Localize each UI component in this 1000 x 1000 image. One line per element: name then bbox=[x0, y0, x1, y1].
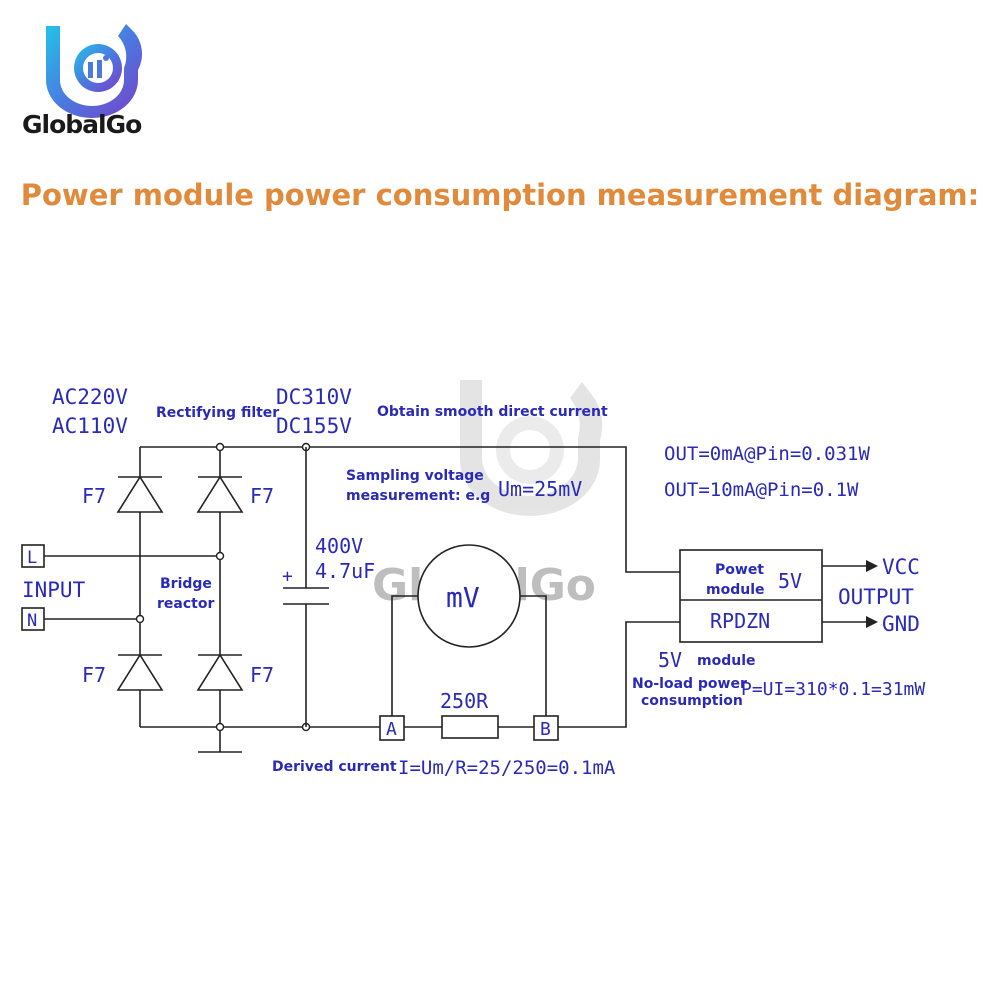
meter-right-wire bbox=[520, 595, 547, 716]
fuse-label-bottom-left: F7 bbox=[82, 663, 106, 687]
page-title: Power module power consumption measureme… bbox=[20, 178, 980, 212]
fuse-label-bottom-right: F7 bbox=[250, 663, 274, 687]
watermark bbox=[460, 380, 603, 516]
vcc-label: VCC bbox=[882, 555, 920, 579]
fuse-label-top-right: F7 bbox=[250, 484, 274, 508]
diode-top-left bbox=[116, 475, 164, 513]
um-value: Um=25mV bbox=[498, 477, 582, 501]
diode-top-right bbox=[196, 475, 244, 513]
millivoltmeter bbox=[417, 544, 521, 648]
return-wire bbox=[558, 621, 680, 728]
resistor-250r bbox=[441, 715, 499, 739]
input-voltage-ac220: AC220V bbox=[52, 385, 128, 409]
dc-voltage-310: DC310V bbox=[276, 385, 352, 409]
capacitor-plus: + bbox=[282, 566, 293, 587]
no-load-note-line1: No-load power bbox=[632, 676, 747, 692]
brand-name: GlobalGo bbox=[22, 110, 142, 139]
bridge-note-line1: Bridge bbox=[160, 576, 212, 592]
terminal-l: L bbox=[27, 548, 37, 568]
diode-bottom-right bbox=[196, 653, 244, 691]
junction-dots bbox=[135, 442, 311, 732]
rectifying-filter-note: Rectifying filter bbox=[156, 405, 279, 421]
derived-current-note: Derived current bbox=[272, 759, 397, 775]
module-title-line1: Powet bbox=[715, 562, 764, 578]
node-b-box bbox=[533, 715, 559, 741]
bridge-note-line2: reactor bbox=[157, 596, 214, 612]
smooth-dc-note: Obtain smooth direct current bbox=[377, 404, 608, 420]
capacitor-capacitance: 4.7uF bbox=[315, 559, 375, 583]
meter-left-wire bbox=[391, 595, 418, 716]
gnd-arrowhead bbox=[866, 616, 878, 628]
gnd-label: GND bbox=[882, 612, 920, 636]
module-name: RPDZN bbox=[710, 609, 770, 633]
module-5v-word: module bbox=[697, 653, 756, 669]
module-title-line2: module bbox=[706, 582, 765, 598]
node-a-box bbox=[379, 715, 405, 741]
capacitor-voltage: 400V bbox=[315, 534, 363, 558]
input-voltage-ac110: AC110V bbox=[52, 414, 128, 438]
top-rail-wire bbox=[140, 446, 680, 573]
fuse-label-top-left: F7 bbox=[82, 484, 106, 508]
sampling-note-line1: Sampling voltage bbox=[346, 468, 484, 484]
out-spec-0ma: OUT=0mA@Pin=0.031W bbox=[664, 443, 870, 465]
module-5v-value: 5V bbox=[658, 648, 682, 672]
node-a: A bbox=[386, 719, 397, 740]
sampling-note-line2: measurement: e.g bbox=[346, 488, 490, 504]
resistor-label: 250R bbox=[440, 689, 489, 713]
dc-voltage-155: DC155V bbox=[276, 414, 352, 438]
power-formula: P=UI=310*0.1=31mW bbox=[741, 679, 925, 700]
input-label: INPUT bbox=[22, 578, 86, 602]
vcc-arrowhead bbox=[866, 560, 878, 572]
output-label: OUTPUT bbox=[838, 585, 914, 609]
no-load-note-line2: consumption bbox=[641, 693, 743, 709]
power-module-box bbox=[679, 549, 823, 643]
meter-label: mV bbox=[446, 581, 480, 614]
node-b: B bbox=[540, 719, 551, 740]
terminal-n: N bbox=[27, 611, 37, 631]
current-formula: I=Um/R=25/250=0.1mA bbox=[398, 757, 616, 779]
module-voltage: 5V bbox=[778, 569, 802, 593]
out-spec-10ma: OUT=10mA@Pin=0.1W bbox=[664, 479, 859, 501]
globalgo-logo bbox=[46, 24, 143, 118]
diode-bottom-left bbox=[116, 653, 164, 691]
